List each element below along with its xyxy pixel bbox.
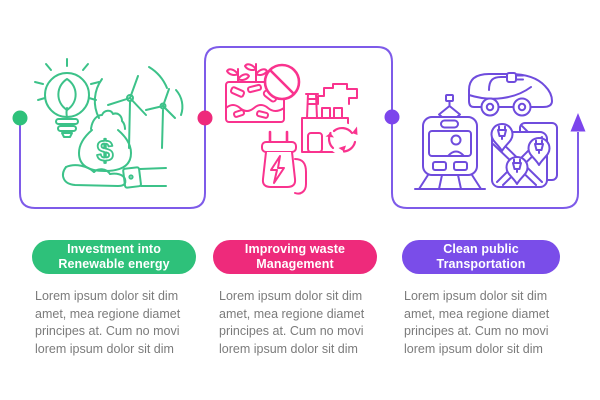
step2-marker-dot bbox=[197, 110, 213, 126]
recycle-icon bbox=[325, 123, 359, 155]
lightbulb-leaf-icon bbox=[34, 58, 100, 138]
step1-label-line1: Investment into bbox=[67, 242, 161, 256]
text-line: amet, mea regione diamet bbox=[35, 306, 181, 321]
text-line: principes at. Cum no movi bbox=[404, 324, 549, 338]
text-line: Lorem ipsum dolor sit dim bbox=[404, 289, 548, 303]
clean-transportation-icons bbox=[414, 72, 558, 190]
text-line: Lorem ipsum dolor sit dim bbox=[219, 289, 363, 303]
arrow-up-icon bbox=[570, 113, 586, 132]
money-bag-icon: $ bbox=[78, 109, 132, 172]
landfill-waste-icon bbox=[225, 63, 285, 123]
text-line: lorem ipsum dolor sit dim bbox=[219, 341, 358, 356]
no-littering-icon bbox=[263, 63, 301, 101]
step3-description: Lorem ipsum dolor sit dim amet, mea regi… bbox=[404, 288, 580, 358]
step3-label-line1: Clean public bbox=[443, 242, 519, 256]
text-line: Lorem ipsum dolor sit dim bbox=[35, 289, 179, 303]
text-line: amet, mea regione diamet bbox=[219, 306, 365, 321]
step2-description: Lorem ipsum dolor sit dim amet, mea regi… bbox=[219, 288, 395, 358]
hand-icon bbox=[62, 164, 167, 189]
wind-turbines-icon bbox=[93, 66, 184, 149]
electric-tram-icon bbox=[414, 94, 486, 190]
renewable-energy-icons: $ bbox=[34, 58, 184, 189]
text-line: amet, mea regione diamet bbox=[404, 306, 550, 321]
text-line: principes at. Cum no movi bbox=[35, 324, 180, 338]
step2-label-line2: Management bbox=[256, 257, 334, 271]
dollar-sign: $ bbox=[97, 135, 114, 168]
step1-description: Lorem ipsum dolor sit dim amet, mea regi… bbox=[35, 288, 211, 358]
step2-label-pill: Improving waste Management bbox=[213, 240, 377, 274]
charging-stations-map-icon bbox=[490, 122, 558, 188]
step1-label-pill: Investment into Renewable energy bbox=[32, 240, 196, 274]
step3-label-pill: Clean public Transportation bbox=[402, 240, 560, 274]
step3-label-line2: Transportation bbox=[436, 257, 526, 271]
text-line: lorem ipsum dolor sit dim bbox=[35, 341, 174, 356]
step1-marker-dot bbox=[12, 110, 28, 126]
step1-label-line2: Renewable energy bbox=[58, 257, 170, 271]
electric-van-icon bbox=[468, 72, 553, 117]
timeline-connector-path bbox=[19, 46, 579, 209]
electric-plug-icon bbox=[261, 130, 307, 195]
step2-label-line1: Improving waste bbox=[244, 242, 346, 256]
text-line: principes at. Cum no movi bbox=[219, 324, 364, 338]
waste-management-icons bbox=[225, 63, 359, 195]
step3-marker-dot bbox=[384, 109, 400, 125]
text-line: lorem ipsum dolor sit dim bbox=[404, 341, 543, 356]
